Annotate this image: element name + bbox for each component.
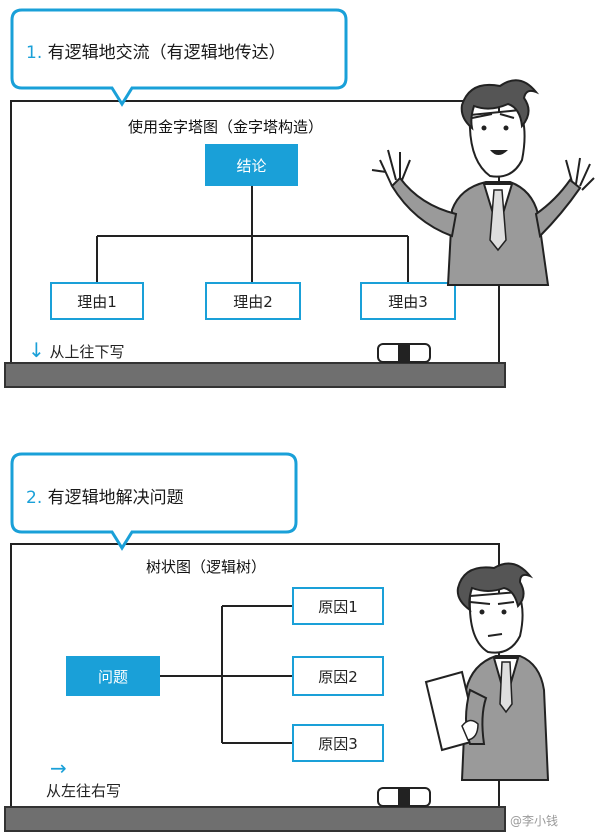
direction-text-2: 从左往右写 [46, 782, 122, 800]
logic-tree-title: 树状图（逻辑树） [146, 558, 267, 576]
bubble-number-2: 2. [26, 488, 43, 508]
whiteboard-ledge-2 [4, 806, 506, 832]
reason-box-3: 理由3 [360, 282, 456, 320]
cause-box-1: 原因1 [292, 587, 384, 625]
right-arrow-icon: → [50, 756, 67, 780]
bubble-text-1: 1. 有逻辑地交流（有逻辑地传达） [26, 38, 286, 63]
direction-note-1: ↓ 从上往下写 [28, 338, 125, 362]
down-arrow-icon: ↓ [28, 338, 45, 362]
bubble-label-2: 有逻辑地解决问题 [47, 488, 184, 508]
reason-box-2: 理由2 [205, 282, 301, 320]
pyramid-title: 使用金字塔图（金字塔构造） [128, 118, 324, 136]
whiteboard-1 [10, 100, 500, 368]
reason-box-1: 理由1 [50, 282, 144, 320]
bubble-text-2: 2. 有逻辑地解决问题 [26, 483, 184, 508]
cause-box-3: 原因3 [292, 724, 384, 762]
bubble-label-1: 有逻辑地交流（有逻辑地传达） [47, 43, 286, 63]
whiteboard-ledge-1 [4, 362, 506, 388]
bubble-number-1: 1. [26, 43, 43, 63]
cause-box-2: 原因2 [292, 656, 384, 696]
watermark: @李小钱 [510, 814, 559, 828]
direction-text-1: 从上往下写 [49, 343, 125, 361]
problem-box: 问题 [66, 656, 160, 696]
conclusion-box: 结论 [205, 144, 298, 186]
